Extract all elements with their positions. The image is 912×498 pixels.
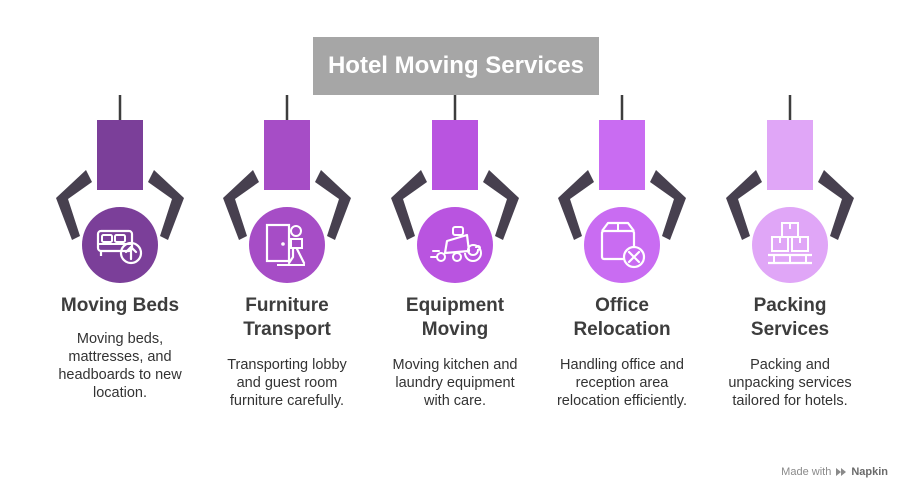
service-heading-line: Moving <box>421 319 489 340</box>
service-description: Packing and unpacking services tailored fo… <box>706 356 874 410</box>
service-heading-line: Moving Beds <box>60 295 180 316</box>
service-description-line: Transporting lobby <box>227 357 347 373</box>
service-description-line: Packing and <box>750 357 830 373</box>
service-description-line: headboards to new <box>58 367 182 383</box>
claw-right-arm <box>818 170 854 240</box>
service-description-line: and guest room <box>236 375 338 391</box>
cleaning-machine-icon <box>430 226 482 262</box>
service-description-line: Handling office and <box>560 357 684 373</box>
icon-circle <box>249 207 325 283</box>
claw-right-arm <box>483 170 519 240</box>
service-description-line: furniture carefully. <box>229 393 345 409</box>
claw-left-arm <box>726 170 762 240</box>
claw-body <box>97 120 143 190</box>
packed-boxes-icon <box>768 222 812 265</box>
claw-body <box>432 120 478 190</box>
service-description-line: Moving kitchen and <box>392 357 518 373</box>
icon-circle <box>584 207 660 283</box>
service-heading-line: Equipment <box>405 295 505 316</box>
claw-left-arm <box>223 170 259 240</box>
claw-graphic <box>391 95 519 283</box>
service-description: Transporting lobby and guest room furnitur… <box>203 356 371 410</box>
service-heading-line: Office <box>595 295 649 316</box>
box-cancel-icon <box>600 221 646 269</box>
service-description-line: laundry equipment <box>395 375 515 391</box>
service-heading-line: Services <box>750 319 830 340</box>
claw-left-arm <box>56 170 92 240</box>
service-heading: Moving Beds <box>36 294 204 318</box>
service-description-line: reception area <box>575 375 669 391</box>
made-with-napkin: Made with Napkin <box>781 466 888 478</box>
service-description: Moving beds, mattresses, and headboards to… <box>36 330 204 402</box>
service-heading-line: Furniture <box>245 295 329 316</box>
claw-graphic <box>726 95 854 283</box>
service-heading-line: Packing <box>753 295 827 316</box>
claw-right-arm <box>650 170 686 240</box>
service-description-line: unpacking services <box>728 375 852 391</box>
claw-body <box>767 120 813 190</box>
bed-upload-icon <box>96 229 143 265</box>
service-description-line: Moving beds, <box>76 331 164 347</box>
title-banner: Hotel Moving Services <box>313 37 599 95</box>
claw-left-arm <box>391 170 427 240</box>
footer-prefix: Made with <box>781 466 832 478</box>
claw-right-arm <box>315 170 351 240</box>
footer-brand: Napkin <box>851 466 888 478</box>
mover-door-icon <box>265 223 306 266</box>
service-description-line: with care. <box>423 393 487 409</box>
claw-graphic <box>558 95 686 283</box>
claw-body <box>264 120 310 190</box>
page-title: Hotel Moving Services <box>327 52 585 79</box>
claw-body <box>599 120 645 190</box>
service-heading-line: Transport <box>243 319 331 340</box>
napkin-logo-icon <box>836 468 847 476</box>
service-heading-line: Relocation <box>573 319 671 340</box>
service-description-line: location. <box>92 385 147 401</box>
service-description-line: mattresses, and <box>68 349 172 365</box>
claw-graphic <box>56 95 184 283</box>
service-description: Handling office and reception area relocat… <box>538 356 706 410</box>
service-description-line: relocation efficiently. <box>556 393 688 409</box>
service-description-line: tailored for hotels. <box>732 393 848 409</box>
claw-graphic <box>223 95 351 283</box>
service-description: Moving kitchen and laundry equipment with … <box>371 356 539 410</box>
icon-circle <box>752 207 828 283</box>
claw-left-arm <box>558 170 594 240</box>
claw-right-arm <box>148 170 184 240</box>
icon-circle <box>417 207 493 283</box>
